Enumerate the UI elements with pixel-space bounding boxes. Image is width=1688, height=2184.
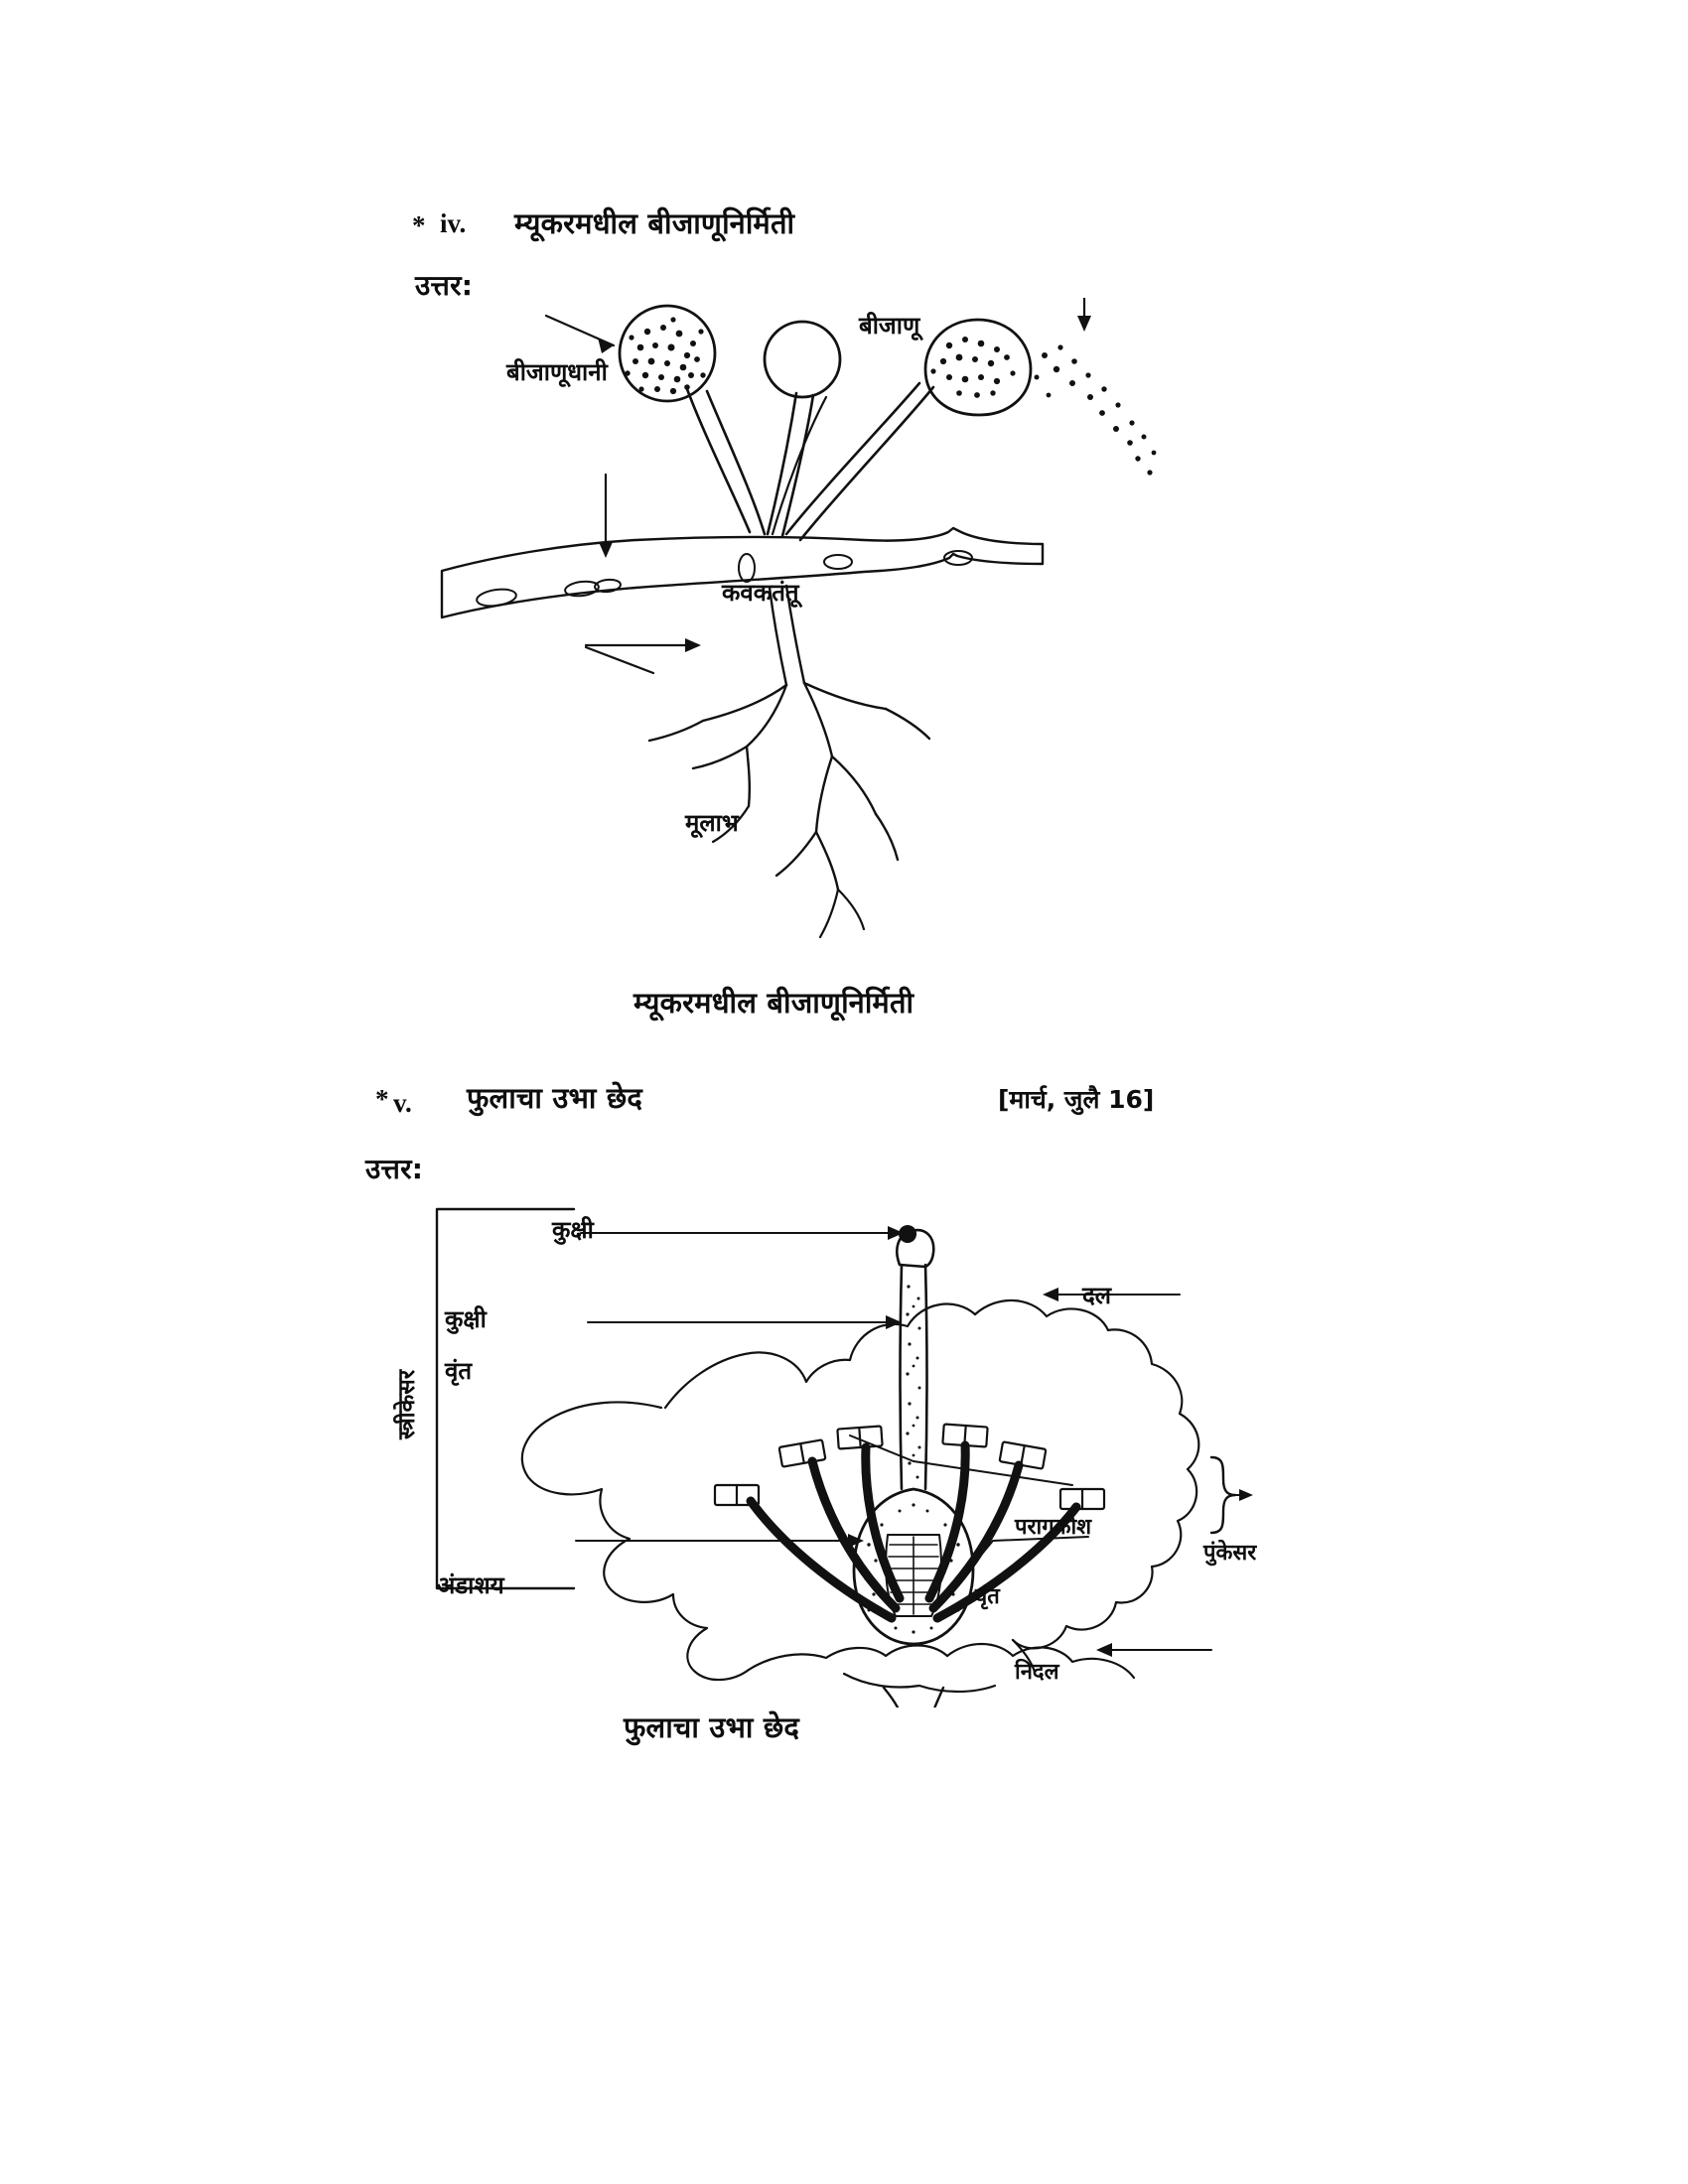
exam-reference-v: [मार्च, जुलै 16] xyxy=(998,1085,1155,1114)
label-style-line2: वृंत xyxy=(445,1357,473,1385)
label-stigma: कुक्षी xyxy=(552,1216,594,1244)
mucor-sporangium-diagram xyxy=(437,298,1231,973)
figure-caption-flower: फुलाचा उभा छेद xyxy=(624,1710,799,1744)
label-rhizoid: मूलाभ xyxy=(685,809,739,837)
answer-label-v: उत्तर: xyxy=(365,1153,424,1185)
label-style: कुक्षी xyxy=(445,1305,487,1333)
label-filament: वृंत xyxy=(975,1584,1000,1609)
answer-label-iv: उत्तर: xyxy=(415,269,474,302)
label-sepal: निदल xyxy=(1015,1660,1059,1685)
label-sporangium: बीजाणूधानी xyxy=(506,358,608,386)
flower-longitudinal-section-diagram xyxy=(417,1191,1291,1707)
figure-caption-mucor: म्यूकरमधील बीजाणूनिर्मिती xyxy=(633,986,914,1020)
label-stamen: पुंकेसर xyxy=(1203,1541,1257,1566)
label-anther: परागकोश xyxy=(1015,1515,1092,1540)
label-ovary: अंडाशय xyxy=(437,1571,504,1599)
question-v-number: v. xyxy=(393,1088,412,1118)
label-hypha: कवकतंतू xyxy=(722,579,799,607)
label-petal: दल xyxy=(1082,1282,1112,1309)
label-spore: बीजाणू xyxy=(859,312,920,340)
label-pistil: स्त्रीकेसर xyxy=(394,1369,420,1439)
question-iv-number: iv. xyxy=(440,208,467,238)
question-iv-title: म्यूकरमधील बीजाणूनिर्मिती xyxy=(514,206,795,240)
question-v-title: फुलाचा उभा छेद xyxy=(467,1081,642,1115)
question-iv-star: * xyxy=(412,210,426,240)
question-v-star: * xyxy=(375,1084,389,1114)
